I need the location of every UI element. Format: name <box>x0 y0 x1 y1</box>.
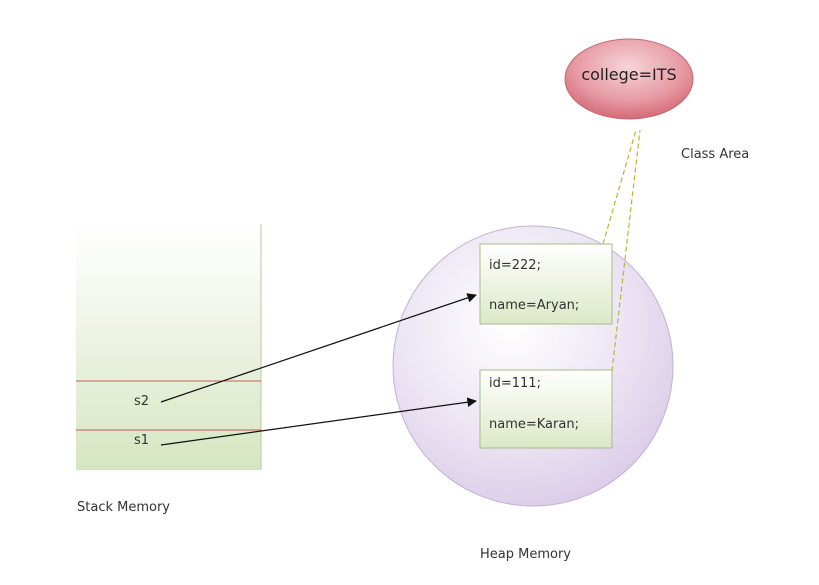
stack-frame <box>76 224 261 470</box>
object-box <box>479 369 613 449</box>
arrow-s1-to-karan <box>160 397 477 446</box>
object-name: name=Karan; <box>489 417 579 432</box>
stack-memory-label: Stack Memory <box>77 500 170 515</box>
object-id: id=111; <box>489 376 541 391</box>
ref-s2-label: s2 <box>134 394 149 409</box>
object-id: id=222; <box>489 258 541 273</box>
ref-s1-label: s1 <box>134 433 149 448</box>
class-area-ellipse <box>564 38 694 120</box>
heap-object-aryan: id=222; name=Aryan; <box>479 243 613 325</box>
arrow-s2-to-aryan <box>160 293 477 403</box>
heap-object-karan: id=111; name=Karan; <box>479 369 613 449</box>
object-box <box>479 243 613 325</box>
class-area-label: Class Area <box>681 147 749 162</box>
heap-memory-label: Heap Memory <box>480 547 571 562</box>
static-college-value: college=ITS <box>581 65 676 84</box>
stack-memory: s2 s1 <box>76 224 262 470</box>
static-link-aryan <box>602 129 637 245</box>
static-link-karan <box>611 129 641 372</box>
class-area: college=ITS <box>564 38 694 120</box>
object-name: name=Aryan; <box>489 298 579 313</box>
